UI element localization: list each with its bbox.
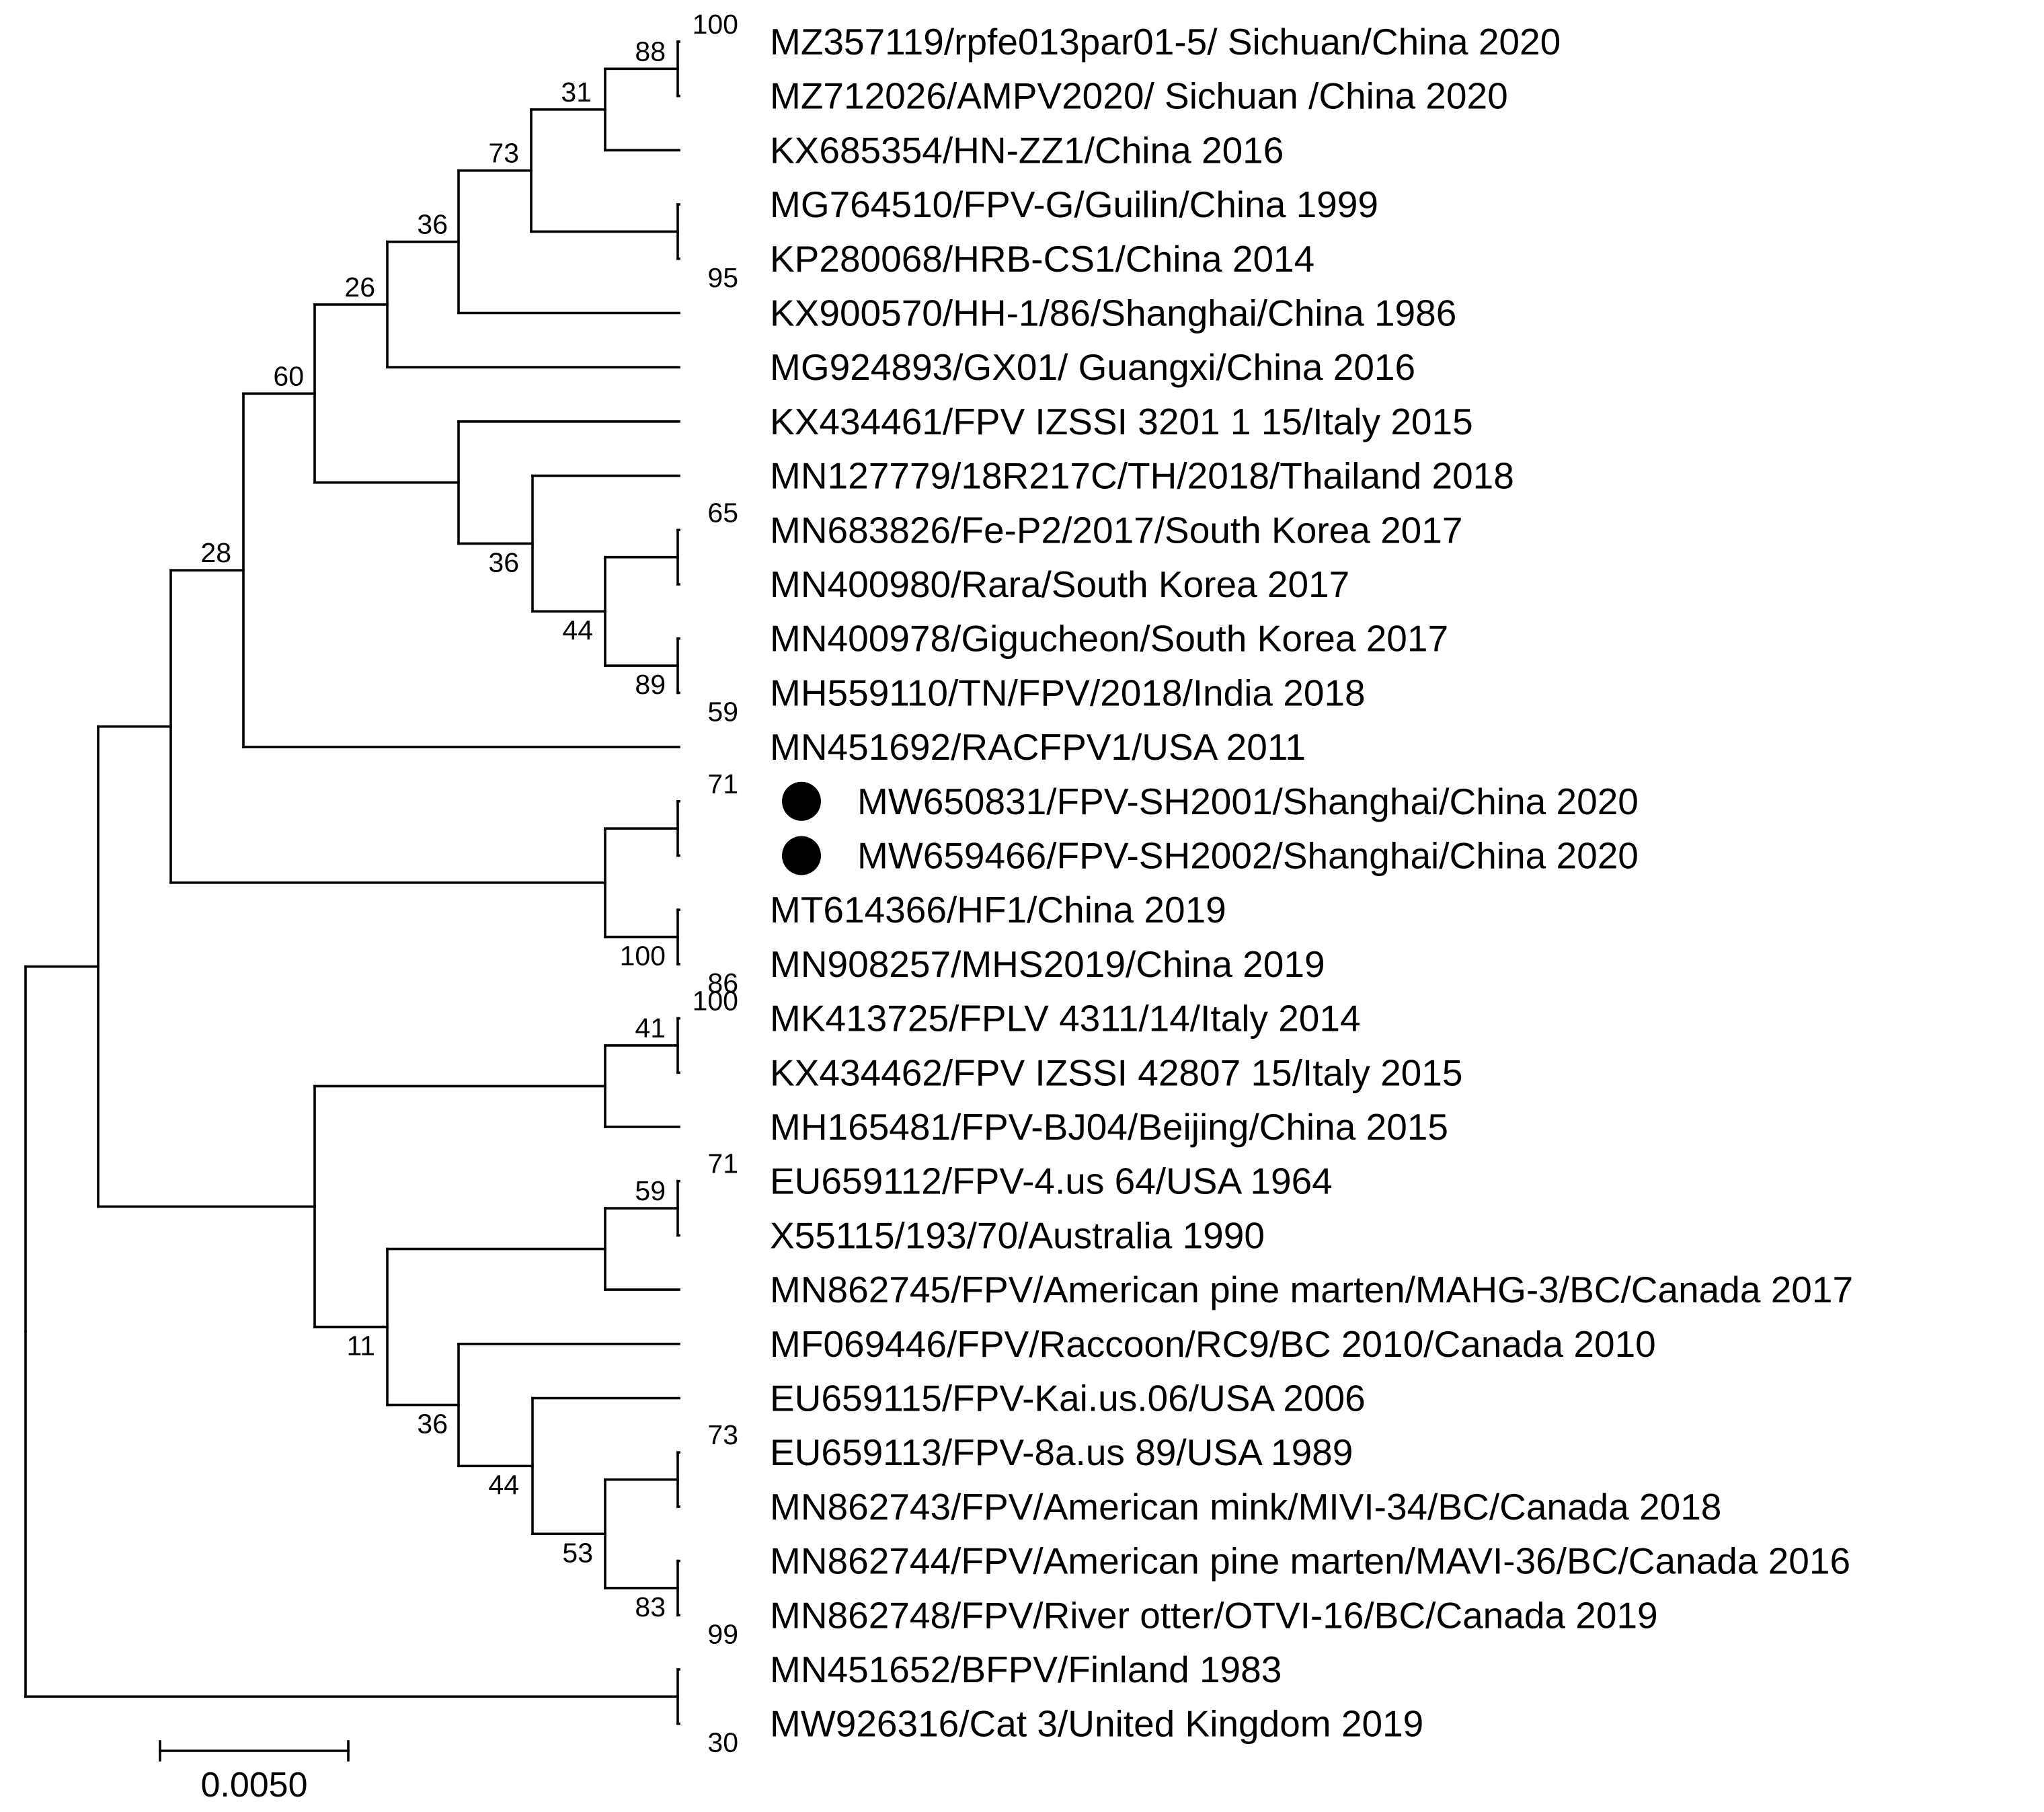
leaf-label-L18: MN908257/MHS2019/China 2019 — [770, 943, 1325, 985]
leaf-label-L19: MK413725/FPLV 4311/14/Italy 2014 — [770, 998, 1361, 1039]
bootstrap-n41: 41 — [635, 1013, 666, 1043]
leaf-label-L14: MN451692/RACFPV1/USA 2011 — [770, 726, 1306, 768]
bootstrap-n26: 26 — [344, 272, 375, 303]
leaf-label-L1: MZ357119/rpfe013par01-5/ Sichuan/China 2… — [770, 21, 1561, 63]
leaf-label-L6: KX900570/HH-1/86/Shanghai/China 1986 — [770, 292, 1456, 334]
bootstrap-n36a: 36 — [417, 209, 448, 240]
bootstrap-n95: 95 — [707, 262, 738, 293]
bootstrap-n53: 53 — [562, 1537, 593, 1568]
tree-branches — [24, 40, 680, 1725]
scale-bar-label: 0.0050 — [200, 1766, 307, 1805]
bootstrap-n88: 88 — [635, 36, 666, 67]
bootstrap-n100b: 100 — [620, 941, 666, 972]
bootstrap-n44a: 44 — [562, 615, 593, 645]
bootstrap-n59b: 59 — [635, 1175, 666, 1206]
bootstrap-n31: 31 — [561, 77, 592, 108]
bootstrap-n100a: 100 — [693, 9, 738, 40]
leaf-label-L21: MH165481/FPV-BJ04/Beijing/China 2015 — [770, 1106, 1448, 1148]
leaf-label-L12: MN400978/Gigucheon/South Korea 2017 — [770, 618, 1448, 660]
highlight-markers — [782, 781, 821, 875]
bootstrap-n36c: 36 — [417, 1409, 448, 1440]
leaf-label-L3: KX685354/HN-ZZ1/China 2016 — [770, 129, 1284, 171]
leaf-label-L31: MN451652/BFPV/Finland 1983 — [770, 1649, 1282, 1690]
leaf-label-L23: X55115/193/70/Australia 1990 — [770, 1214, 1265, 1256]
leaf-label-L5: KP280068/HRB-CS1/China 2014 — [770, 238, 1314, 280]
leaf-label-L24: MN862745/FPV/American pine marten/MAHG-3… — [770, 1269, 1853, 1310]
leaf-label-L11: MN400980/Rara/South Korea 2017 — [770, 563, 1349, 605]
highlight-dot-L15 — [782, 781, 821, 821]
bootstrap-n28: 28 — [200, 537, 231, 568]
highlight-dot-L16 — [782, 836, 821, 875]
leaf-label-L16: MW659466/FPV-SH2002/Shanghai/China 2020 — [857, 835, 1639, 877]
leaf-label-L32: MW926316/Cat 3/United Kingdom 2019 — [770, 1703, 1423, 1745]
bootstrap-n86: 86 — [707, 968, 738, 998]
bootstrap-n59a: 59 — [707, 696, 738, 727]
bootstrap-n73b: 73 — [707, 1419, 738, 1450]
scale-bar: 0.0050 — [159, 1740, 350, 1805]
leaf-label-L2: MZ712026/AMPV2020/ Sichuan /China 2020 — [770, 75, 1508, 117]
leaf-label-L27: EU659113/FPV-8a.us 89/USA 1989 — [770, 1431, 1353, 1473]
leaf-label-L9: MN127779/18R217C/TH/2018/Thailand 2018 — [770, 455, 1514, 497]
bootstrap-n65: 65 — [707, 497, 738, 528]
bootstrap-n30: 30 — [707, 1727, 738, 1758]
leaf-label-L20: KX434462/FPV IZSSI 42807 15/Italy 2015 — [770, 1052, 1462, 1093]
leaf-label-L30: MN862748/FPV/River otter/OTVI-16/BC/Cana… — [770, 1594, 1658, 1636]
bootstrap-n73: 73 — [488, 138, 519, 169]
bootstrap-n44b: 44 — [488, 1469, 519, 1500]
leaf-label-L13: MH559110/TN/FPV/2018/India 2018 — [770, 672, 1366, 713]
bootstrap-n71b: 71 — [707, 1148, 738, 1179]
leaf-label-L7: MG924893/GX01/ Guangxi/China 2016 — [770, 346, 1415, 388]
leaf-label-L17: MT614366/HF1/China 2019 — [770, 889, 1226, 931]
leaf-label-L25: MF069446/FPV/Raccoon/RC9/BC 2010/Canada … — [770, 1323, 1656, 1365]
leaf-label-L28: MN862743/FPV/American mink/MIVI-34/BC/Ca… — [770, 1486, 1721, 1528]
leaf-labels: MZ357119/rpfe013par01-5/ Sichuan/China 2… — [770, 21, 1853, 1745]
bootstrap-n100c: 100 — [693, 986, 738, 1017]
leaf-label-L29: MN862744/FPV/American pine marten/MAVI-3… — [770, 1540, 1850, 1582]
bootstrap-n89: 89 — [635, 669, 666, 700]
bootstrap-n99: 99 — [707, 1618, 738, 1649]
leaf-label-L8: KX434461/FPV IZSSI 3201 1 15/Italy 2015 — [770, 401, 1473, 442]
leaf-label-L22: EU659112/FPV-4.us 64/USA 1964 — [770, 1160, 1333, 1202]
leaf-label-L15: MW650831/FPV-SH2001/Shanghai/China 2020 — [857, 781, 1639, 822]
bootstrap-n71a: 71 — [707, 769, 738, 799]
bootstrap-n83: 83 — [635, 1591, 666, 1622]
bootstrap-n36b: 36 — [488, 547, 519, 578]
leaf-label-L26: EU659115/FPV-Kai.us.06/USA 2006 — [770, 1378, 1366, 1419]
bootstrap-n60: 60 — [273, 360, 304, 391]
leaf-label-L4: MG764510/FPV-G/Guilin/China 1999 — [770, 184, 1378, 225]
leaf-label-L10: MN683826/Fe-P2/2017/South Korea 2017 — [770, 509, 1462, 551]
bootstrap-n11: 11 — [346, 1331, 375, 1362]
bootstrap-values: 1008895317336655989443626607186100281004… — [200, 9, 738, 1758]
